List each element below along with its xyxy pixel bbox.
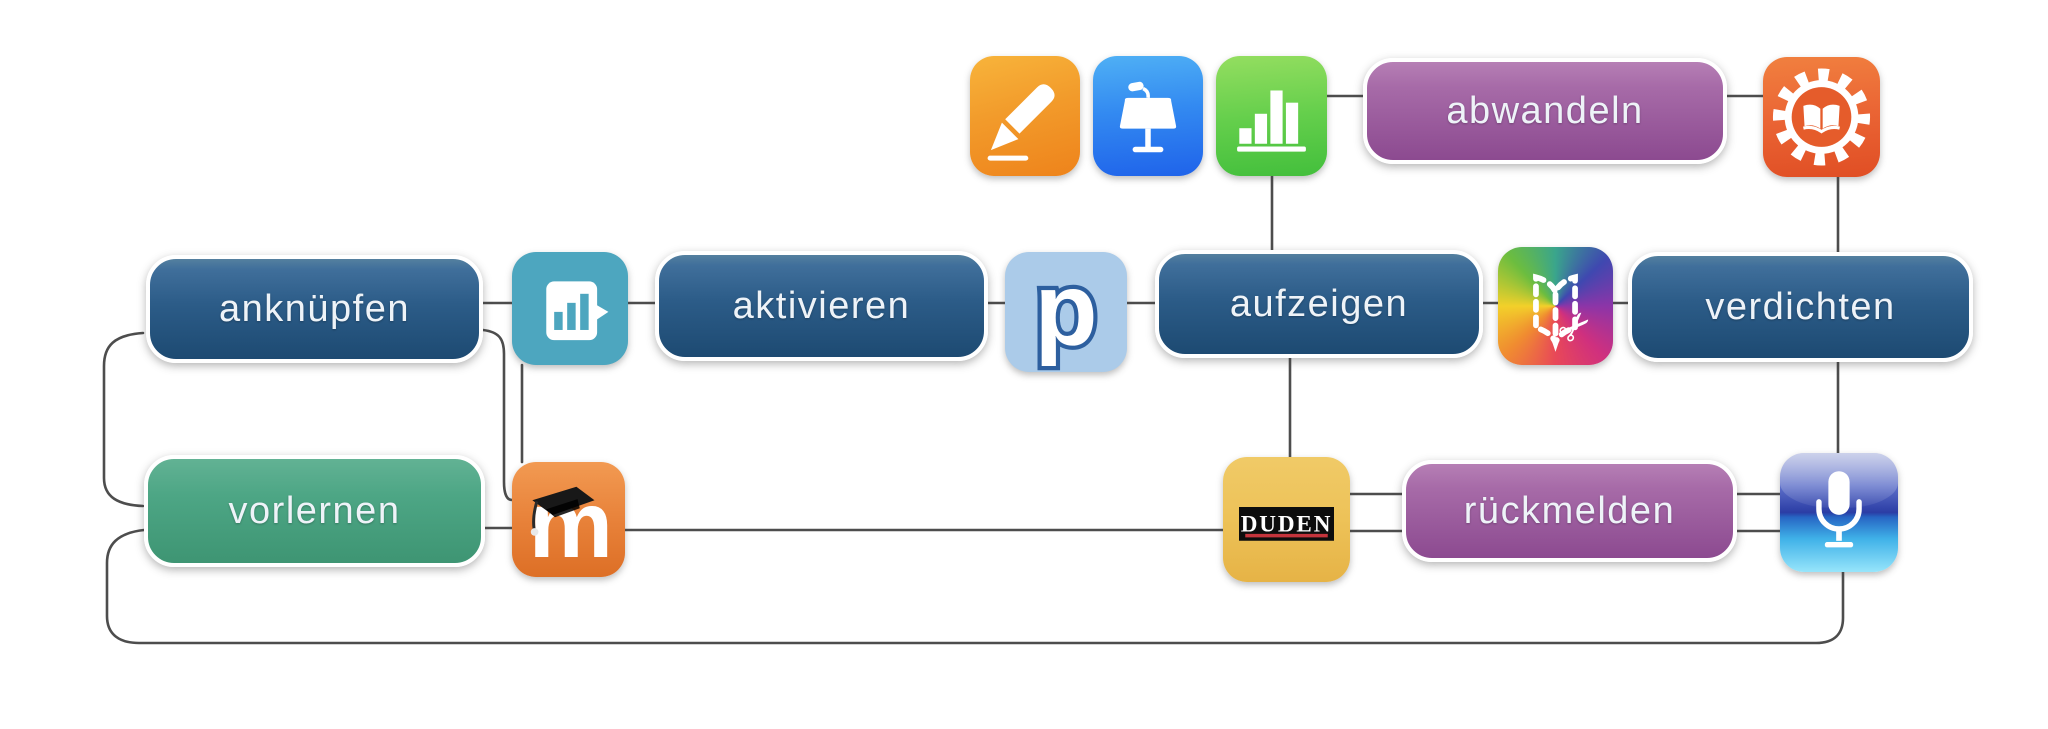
numbers-bar-chart-icon: [1216, 56, 1327, 176]
node-vorlernen: vorlernen: [144, 455, 485, 567]
keynote-podium-icon: [1093, 56, 1203, 176]
microphone-icon: [1780, 453, 1898, 572]
connector-anknuepfen-vorlernen: [102, 331, 145, 508]
node-label: aufzeigen: [1229, 282, 1409, 325]
node-label: verdichten: [1705, 285, 1896, 328]
pen-glyph: [987, 84, 1055, 161]
node-label: rückmelden: [1463, 489, 1676, 532]
bar-chart-speech-bubble-icon: [512, 252, 628, 365]
node-abwandeln: abwandeln: [1363, 58, 1727, 164]
svg-text:m: m: [529, 472, 613, 577]
connector-anknuepfen-moodle: [481, 328, 514, 502]
gear-book-glyph: [1772, 68, 1871, 166]
node-aktivieren: aktivieren: [655, 251, 988, 361]
node-rueckmelden: rückmelden: [1402, 460, 1737, 562]
node-aufzeigen: aufzeigen: [1155, 250, 1483, 358]
moodle-m-glyph: m: [529, 472, 613, 577]
padlet-letter-glyph: p: [1030, 252, 1101, 371]
node-label: aktivieren: [732, 284, 911, 327]
dashed-book-glyph: ✂: [1533, 273, 1603, 355]
padlet-p-icon: p: [1005, 252, 1127, 372]
microphone-glyph: [1816, 471, 1862, 548]
moodle-icon: m: [512, 462, 625, 577]
svg-text:p: p: [1034, 252, 1097, 366]
ibooks-author-gear-book-icon: [1763, 57, 1880, 177]
pages-pen-icon: [970, 56, 1080, 176]
speech-bubble-bars-glyph: [546, 281, 609, 341]
duden-wordmark: DUDEN: [1239, 507, 1334, 541]
connector-vorlernen-mic-loop: [105, 528, 1845, 645]
book-creator-scissors-icon: ✂: [1498, 247, 1613, 365]
podium-glyph: [1119, 81, 1177, 153]
svg-text:DUDEN: DUDEN: [1241, 511, 1333, 537]
node-label: vorlernen: [228, 489, 401, 532]
node-label: anknüpfen: [219, 287, 410, 330]
node-label: abwandeln: [1446, 89, 1644, 132]
bar-chart-glyph: [1237, 90, 1306, 152]
duden-dictionary-icon: DUDEN: [1223, 457, 1350, 582]
node-verdichten: verdichten: [1628, 252, 1973, 362]
node-anknuepfen: anknüpfen: [146, 255, 483, 363]
graduation-cap-glyph: [530, 486, 595, 536]
